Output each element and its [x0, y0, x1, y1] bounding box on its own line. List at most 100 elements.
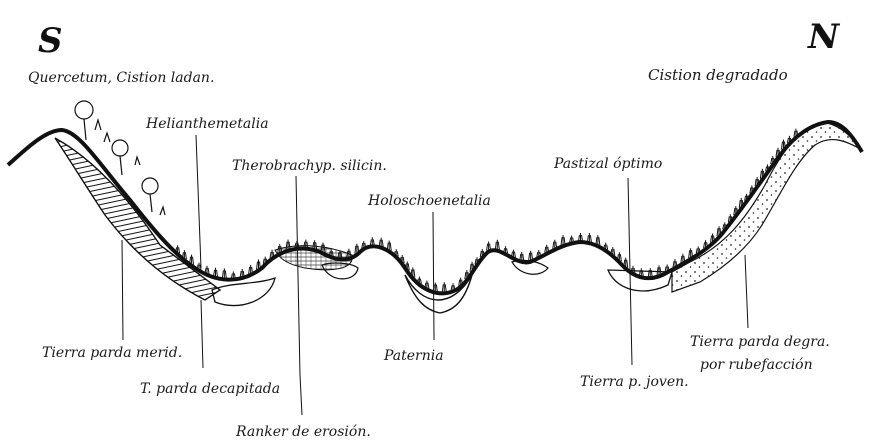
grass-tuft: [313, 240, 317, 249]
grass-tuft: [587, 233, 591, 242]
grass-tuft: [263, 257, 267, 264]
label-t-parda-decapitada: T. parda decapitada: [140, 381, 280, 397]
grass-tuft: [787, 136, 791, 143]
grass-tuft: [781, 140, 785, 150]
label-pastizal: Pastizal óptimo: [553, 156, 662, 172]
grass-tuft: [631, 266, 635, 273]
south-letter: S: [38, 21, 63, 61]
grass-tuft: [442, 282, 446, 292]
grass-tuft: [400, 255, 404, 263]
grass-tuft: [611, 247, 615, 255]
grass-tuft: [465, 270, 469, 279]
grass-tuft: [704, 240, 708, 248]
grass-tuft: [286, 240, 290, 250]
grass-tuft: [624, 258, 628, 268]
label-tierra-joven: Tierra p. joven.: [580, 374, 689, 390]
grass-tuft: [459, 278, 463, 286]
grass-tuft: [617, 252, 621, 261]
grass-tuft: [231, 271, 235, 278]
grass-tuft: [321, 243, 325, 253]
grass-tuft: [520, 252, 524, 261]
label-ranker: Ranker de erosión.: [235, 424, 371, 440]
grass-tuft: [537, 250, 541, 257]
grass-tuft: [511, 250, 515, 258]
grass-tuft: [182, 250, 186, 259]
grass-tuft: [387, 241, 391, 251]
grass-tuft: [451, 283, 455, 290]
grass-tuft: [596, 235, 600, 245]
grass-tuft: [425, 281, 429, 289]
grass-tuft: [689, 248, 693, 258]
decapitada-horizon: [212, 278, 275, 306]
grass-tuft: [545, 245, 549, 253]
label-paternia: Paternia: [383, 348, 444, 364]
grass-tuft: [723, 222, 727, 229]
grass-tuft: [639, 268, 643, 276]
grass-tuft: [205, 266, 209, 274]
grass-tuft: [657, 265, 661, 275]
grass-tuft: [570, 235, 574, 242]
grass-tuft: [176, 245, 180, 253]
grass-tuft: [362, 241, 366, 248]
grass-tuft: [222, 268, 226, 278]
label-tierra-degra-line1: Tierra parda degra.: [690, 334, 830, 350]
grass-tuft: [673, 259, 677, 267]
grass-tuft: [355, 244, 359, 254]
grass-tuft: [405, 261, 409, 270]
grass-tuft: [766, 164, 770, 171]
tierra-degra-horizon: [672, 122, 862, 292]
grass-tuft: [711, 233, 715, 242]
label-cistion-degradado: Cistion degradado: [648, 66, 788, 84]
label-tierra-degra-line2: por rubefacción: [700, 357, 813, 373]
grass-tuft: [750, 185, 754, 193]
tierra-parda-merid-horizon: [55, 138, 220, 300]
grass-tuft: [270, 250, 274, 258]
grass-tuft: [394, 249, 398, 256]
grass-tuft: [728, 214, 732, 222]
grass-tuft: [745, 194, 749, 201]
grass-tuft: [475, 257, 479, 264]
label-tierra-parda-merid: Tierra parda merid.: [42, 345, 182, 361]
grass-tuft: [411, 267, 415, 277]
grass-tuft: [480, 249, 484, 257]
grass-tuft: [561, 235, 565, 245]
grass-tuft: [755, 177, 759, 186]
label-therobrachyp: Therobrachyp. silicin.: [232, 158, 387, 174]
grass-tuft: [648, 268, 652, 277]
grass-tuft: [379, 238, 383, 247]
grass-tuft: [776, 148, 780, 157]
grass-tuft: [487, 242, 491, 251]
grass-tuft: [578, 233, 582, 241]
grass-tuft: [604, 243, 608, 250]
grass-tuft: [495, 240, 499, 250]
grass-tuft: [417, 277, 421, 284]
grass-tuft: [681, 254, 685, 263]
grass-tuft: [734, 206, 738, 215]
grass-tuft: [696, 246, 700, 253]
grass-tuft: [240, 269, 244, 277]
grass-tuft: [665, 265, 669, 272]
grass-tuft: [529, 251, 533, 261]
grass-tuft: [553, 240, 557, 249]
grass-tuft: [256, 260, 260, 270]
grass-tuft: [717, 226, 721, 236]
grass-tuft: [304, 240, 308, 248]
grass-tuft: [190, 255, 194, 265]
grass-tuft: [771, 156, 775, 164]
north-letter: N: [807, 17, 841, 57]
grass-tuft: [249, 265, 253, 274]
grass-tuft: [370, 237, 374, 245]
label-quercetum: Quercetum, Cistion ladan.: [28, 70, 214, 86]
grass-tuft: [214, 268, 218, 277]
label-helianthemetalia: Helianthemetalia: [145, 116, 269, 132]
grass-tuft: [794, 129, 798, 137]
label-holoschoenetalia: Holoschoenetalia: [367, 193, 491, 209]
grass-tuft: [760, 169, 764, 179]
grass-tuft: [504, 246, 508, 253]
grass-tuft: [739, 198, 743, 208]
grass-tuft: [347, 249, 351, 258]
grass-tuft: [470, 262, 474, 272]
grass-tuft: [278, 244, 282, 253]
